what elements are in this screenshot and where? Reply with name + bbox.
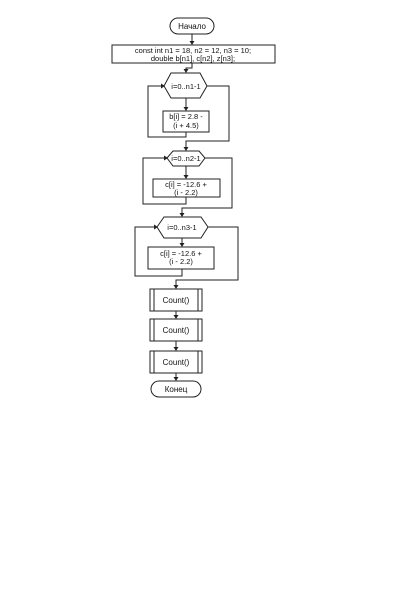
loop3-header: i=0..n3-1 — [156, 216, 209, 239]
arrowhead — [173, 315, 179, 319]
call1-label: Count() — [163, 296, 190, 305]
arrowhead — [183, 175, 189, 179]
loop3-body-block: c[i] = -12.6 + (i - 2.2) — [147, 246, 215, 270]
loop3-header-label: i=0..n3-1 — [167, 223, 196, 232]
loop2-header-label: i=0..n2-1 — [171, 154, 200, 163]
loop2-body-line-1: c[i] = -12.6 + — [165, 180, 207, 189]
connector-loop2-return — [142, 157, 187, 205]
loop2-body-block: c[i] = -12.6 + (i - 2.2) — [152, 178, 221, 198]
loop1-header-label: i=0..n1-1 — [171, 82, 200, 91]
loop2-header: i=0..n2-1 — [166, 150, 206, 167]
arrowhead — [179, 243, 185, 247]
end-label: Конец — [165, 385, 188, 394]
arrowhead — [164, 155, 168, 161]
loop1-body-block: b[i] = 2.8 - (i + 4.5) — [162, 110, 210, 133]
connector-loop3-return — [134, 226, 183, 277]
loop3-body-line-2: (i - 2.2) — [169, 257, 193, 266]
arrowhead — [183, 107, 189, 111]
connector-loop3-exit — [175, 226, 239, 288]
loop1-body-line-1: b[i] = 2.8 - — [169, 112, 203, 121]
call2-subroutine-block: Count() — [149, 318, 203, 342]
arrowheads — [154, 41, 195, 381]
call3-label: Count() — [163, 358, 190, 367]
init-process-block: const int n1 = 18, n2 = 12, n3 = 10; dou… — [111, 44, 276, 64]
arrowhead — [173, 347, 179, 351]
init-line-1: const int n1 = 18, n2 = 12, n3 = 10; — [135, 46, 251, 55]
connector-loop2-exit — [181, 157, 233, 216]
connector-loop1-return — [147, 85, 187, 138]
connector-loop1-exit — [185, 85, 230, 150]
loop1-header: i=0..n1-1 — [163, 72, 208, 99]
init-line-2: double b[n1], c[n2], z[n3]; — [151, 54, 235, 63]
call1-subroutine-block: Count() — [149, 288, 203, 312]
arrowhead — [173, 377, 179, 381]
arrowhead — [183, 147, 189, 151]
loop2-body-line-2: (i - 2.2) — [174, 188, 198, 197]
arrowhead — [189, 41, 195, 45]
arrowhead — [154, 224, 158, 230]
arrowhead — [183, 69, 189, 73]
end-terminator: Конец — [150, 380, 202, 398]
loop1-body-line-2: (i + 4.5) — [173, 121, 199, 130]
arrowhead — [179, 213, 185, 217]
call3-subroutine-block: Count() — [149, 350, 203, 374]
call2-label: Count() — [163, 326, 190, 335]
loop3-body-line-1: c[i] = -12.6 + — [160, 249, 202, 258]
start-terminator: Начало — [169, 17, 215, 35]
arrowhead — [161, 83, 165, 89]
arrowhead — [173, 285, 179, 289]
start-label: Начало — [178, 22, 206, 31]
